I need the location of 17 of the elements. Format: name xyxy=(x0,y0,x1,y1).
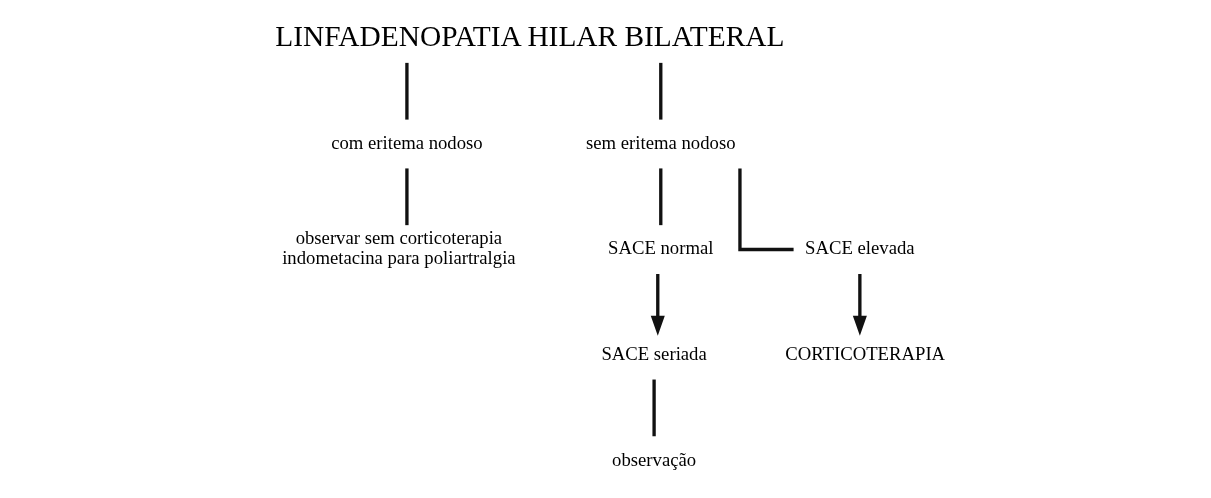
node-text: SACE seriada xyxy=(600,342,707,364)
arrow xyxy=(852,273,867,336)
node-text: SACE elevada xyxy=(804,236,915,258)
node-text: CORTICOTERAPIA xyxy=(784,342,945,364)
connector xyxy=(404,62,409,120)
connector xyxy=(658,167,662,225)
connector xyxy=(737,167,794,251)
node-text: LINFADENOPATIA HILAR BILATERAL xyxy=(274,19,784,52)
connector xyxy=(651,379,656,436)
arrow xyxy=(650,273,665,336)
connector xyxy=(658,62,662,120)
node-text: sem eritema nodoso xyxy=(585,131,736,153)
node-text: observar sem corticoterapia indometacina para poliartralgia xyxy=(281,226,516,268)
node-text: com eritema nodoso xyxy=(330,131,483,153)
node-text: observação xyxy=(611,448,696,470)
node-text: SACE normal xyxy=(607,236,713,258)
connector xyxy=(404,167,409,225)
